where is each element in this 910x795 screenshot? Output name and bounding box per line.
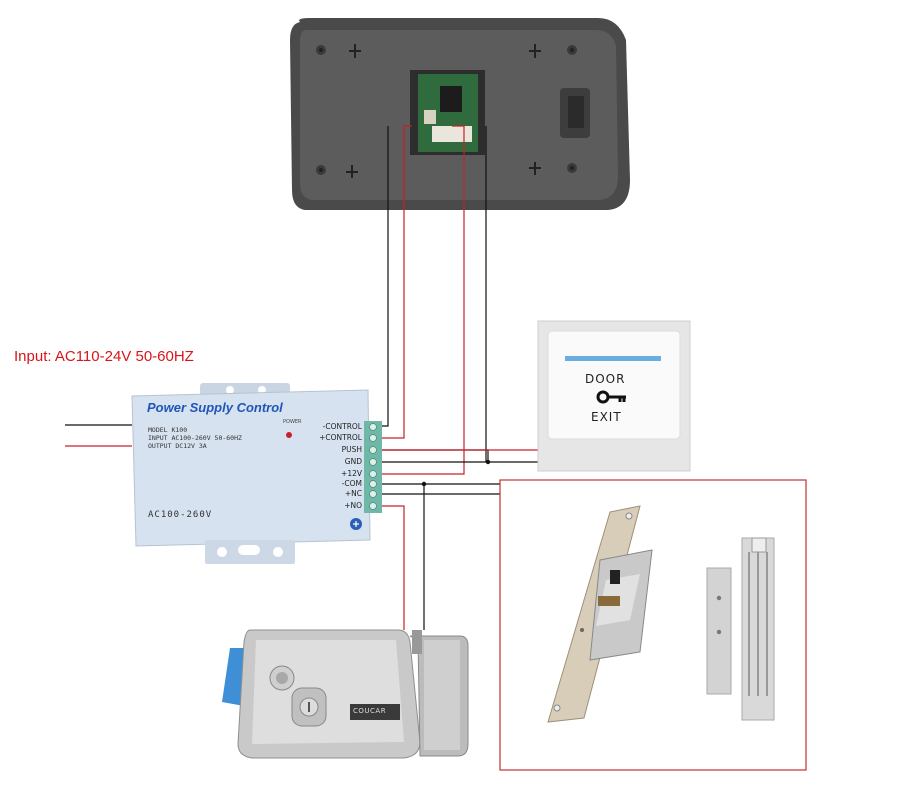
terminal-label: +CONTROL: [319, 433, 362, 442]
wires: [65, 125, 540, 630]
input-voltage-label: Input: AC110-24V 50-60HZ: [14, 348, 194, 365]
rim-lock: [222, 629, 469, 759]
terminal-label: -COM: [341, 479, 362, 488]
terminal-label: PUSH: [341, 445, 362, 454]
terminal-label: -CONTROL: [322, 422, 362, 431]
electric-strike: [547, 505, 653, 723]
terminal-label: +12V: [341, 469, 362, 478]
exit-button-device: [537, 320, 691, 472]
terminal-label: +NC: [344, 489, 362, 498]
magnetic-lock: [706, 537, 775, 721]
psu-input-text: INPUT AC100-260V 50-60HZ: [148, 434, 242, 442]
exit-button-door-text: DOOR: [585, 372, 626, 386]
lock-brand-label: COUCAR: [353, 707, 387, 715]
terminal-label: GND: [344, 457, 362, 466]
psu-model-text: MODEL K100: [148, 426, 188, 434]
card-reader: [290, 18, 630, 210]
terminal-label: +NO: [344, 501, 362, 510]
power-supply-title: Power Supply Control: [147, 400, 283, 415]
psu-voltage-label: AC100-260V: [148, 510, 213, 520]
power-indicator-label: POWER: [283, 419, 302, 425]
key-icon: [596, 390, 626, 404]
exit-button-exit-text: EXIT: [591, 410, 622, 424]
psu-output-text: OUTPUT DC12V 3A: [148, 442, 207, 450]
power-supply-unit: [131, 383, 382, 564]
